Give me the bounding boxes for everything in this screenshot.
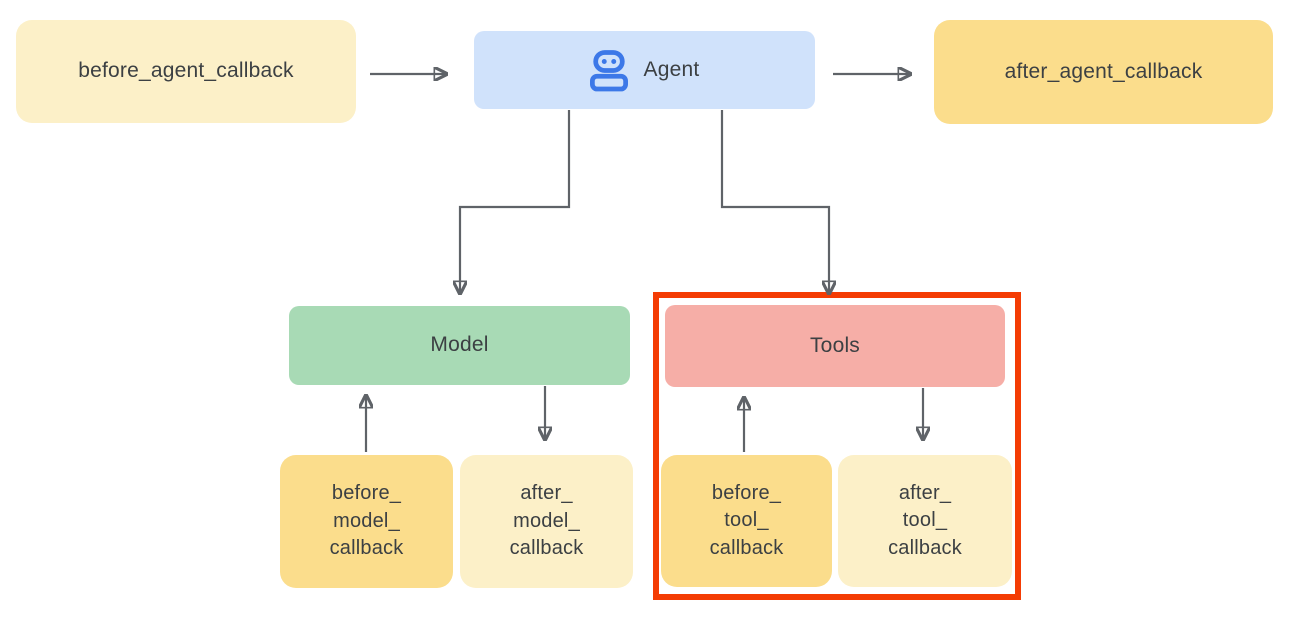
node-label: after_agent_callback: [1004, 59, 1203, 83]
node-before-tool-callback: before_ tool_ callback: [661, 455, 832, 587]
arrow-agent-to-model: [460, 110, 571, 292]
node-label: after_ model_ callback: [509, 482, 584, 560]
node-after-agent-callback: after_agent_callback: [934, 20, 1273, 124]
node-model: Model: [289, 306, 630, 385]
node-label: before_ tool_ callback: [709, 481, 784, 559]
node-label: before_agent_callback: [78, 59, 294, 83]
node-label: Tools: [809, 333, 861, 357]
node-label: Agent: [643, 57, 700, 81]
tools-highlight-rect: [653, 292, 1021, 600]
arrow-agent-to-tools: [720, 110, 829, 292]
node-tools: Tools: [665, 305, 1005, 387]
node-after-tool-callback: after_ tool_ callback: [838, 455, 1012, 587]
node-before-model-callback: before_ model_ callback: [280, 455, 453, 588]
node-after-model-callback: after_ model_ callback: [460, 455, 633, 588]
node-label: before_ model_ callback: [329, 482, 404, 560]
node-label: Model: [430, 333, 489, 357]
node-agent: Agent: [474, 31, 815, 109]
node-label: after_ tool_ callback: [888, 481, 962, 559]
node-before-agent-callback: before_agent_callback: [16, 20, 356, 123]
robot-icon: [589, 49, 628, 91]
